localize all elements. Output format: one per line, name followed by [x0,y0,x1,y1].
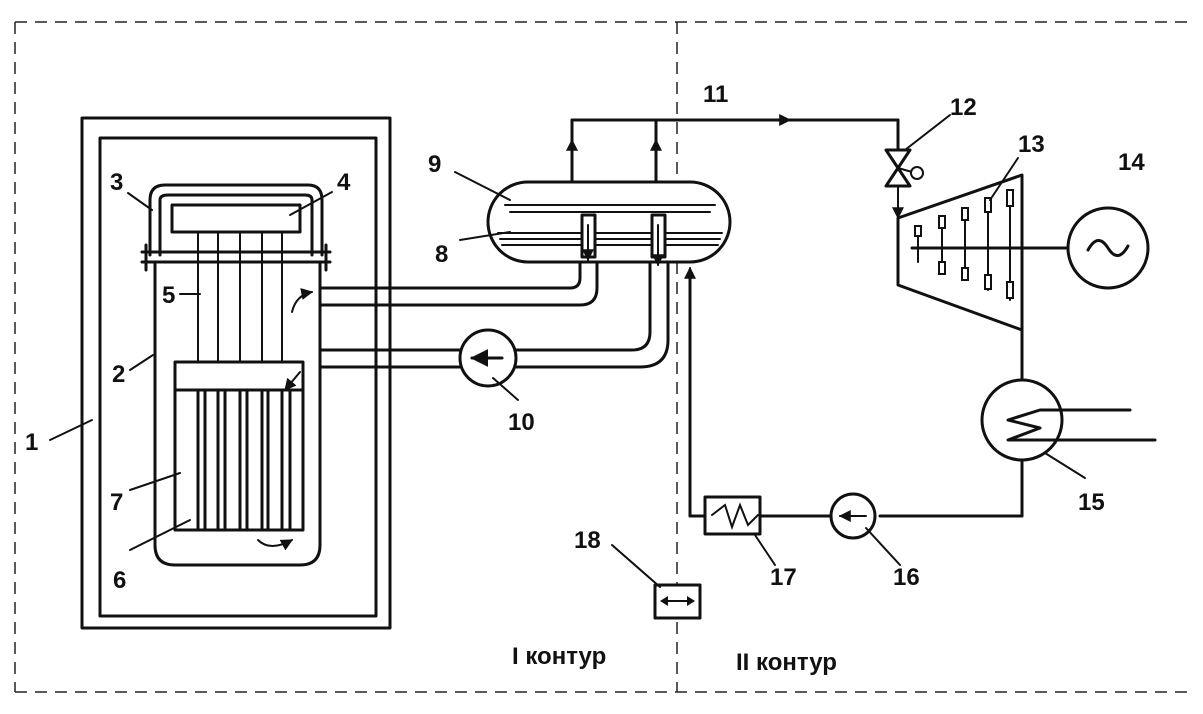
label-18: 18 [574,527,601,554]
primary-cold-leg [318,223,670,388]
steam-line [566,114,900,184]
stop-valve [884,148,924,220]
label-10: 10 [508,409,535,436]
label-7: 7 [110,489,123,516]
primary-circuit-caption: I контур [512,643,606,670]
condenser [980,378,1157,518]
label-5: 5 [162,282,175,309]
electric-generator [1066,206,1150,290]
label-2: 2 [112,361,125,388]
label-1: 1 [25,429,38,456]
label-13: 13 [1018,131,1045,158]
label-15: 15 [1078,489,1105,516]
label-12: 12 [950,94,977,121]
item-18 [653,583,702,620]
frame [14,21,1195,693]
label-6: 6 [113,567,126,594]
label-3: 3 [110,169,123,196]
turbine [896,173,1082,382]
label-8: 8 [435,241,448,268]
label-11: 11 [703,81,728,108]
leader-lines [49,114,1086,588]
feedwater-line [684,266,1024,540]
steam-generator [486,180,732,267]
secondary-circuit-caption: II контур [736,649,837,676]
label-4: 4 [337,169,351,196]
reactor-vessel [140,183,332,567]
label-9: 9 [428,151,441,178]
primary-hot-leg [318,223,599,307]
callout-labels: 1 2 3 4 5 6 7 8 9 10 11 12 13 14 15 16 1… [25,81,1145,594]
containment-building [80,116,392,630]
label-14: 14 [1118,149,1145,176]
label-17: 17 [770,564,797,591]
label-16: 16 [893,564,920,591]
